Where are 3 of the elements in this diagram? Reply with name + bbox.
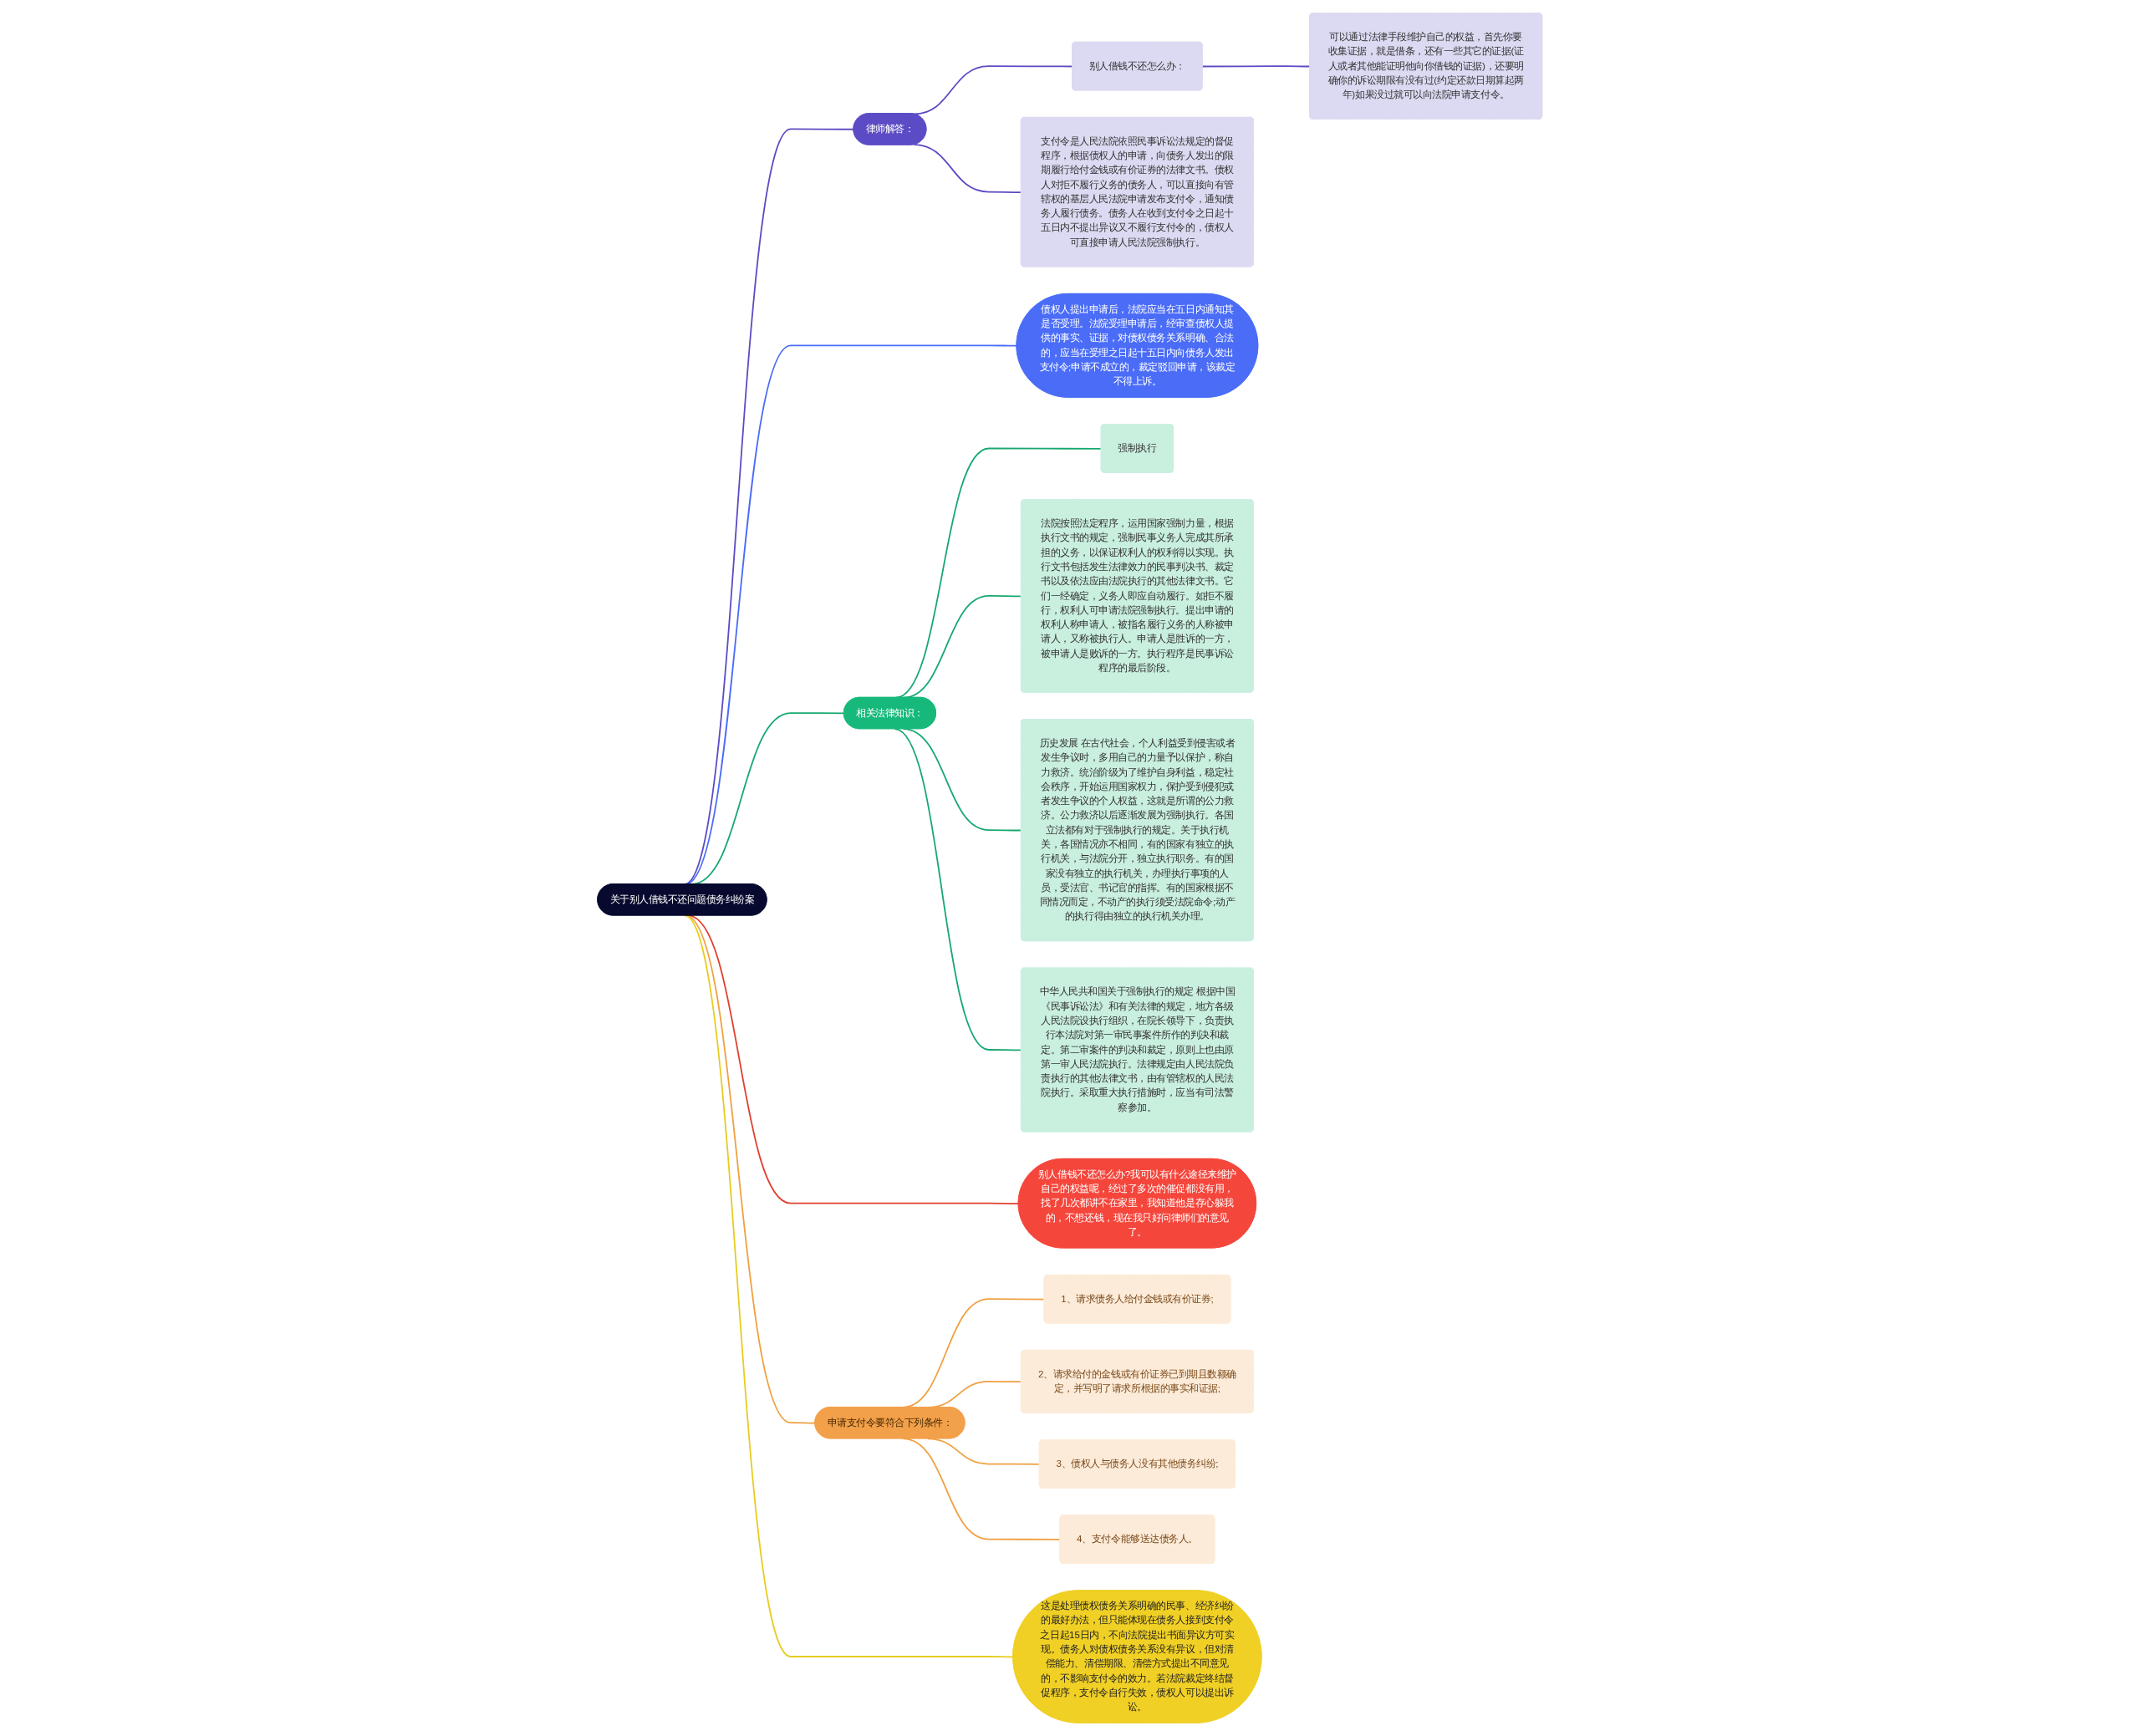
connector bbox=[913, 144, 1022, 193]
connector bbox=[902, 728, 1022, 832]
connector bbox=[894, 728, 1022, 1051]
